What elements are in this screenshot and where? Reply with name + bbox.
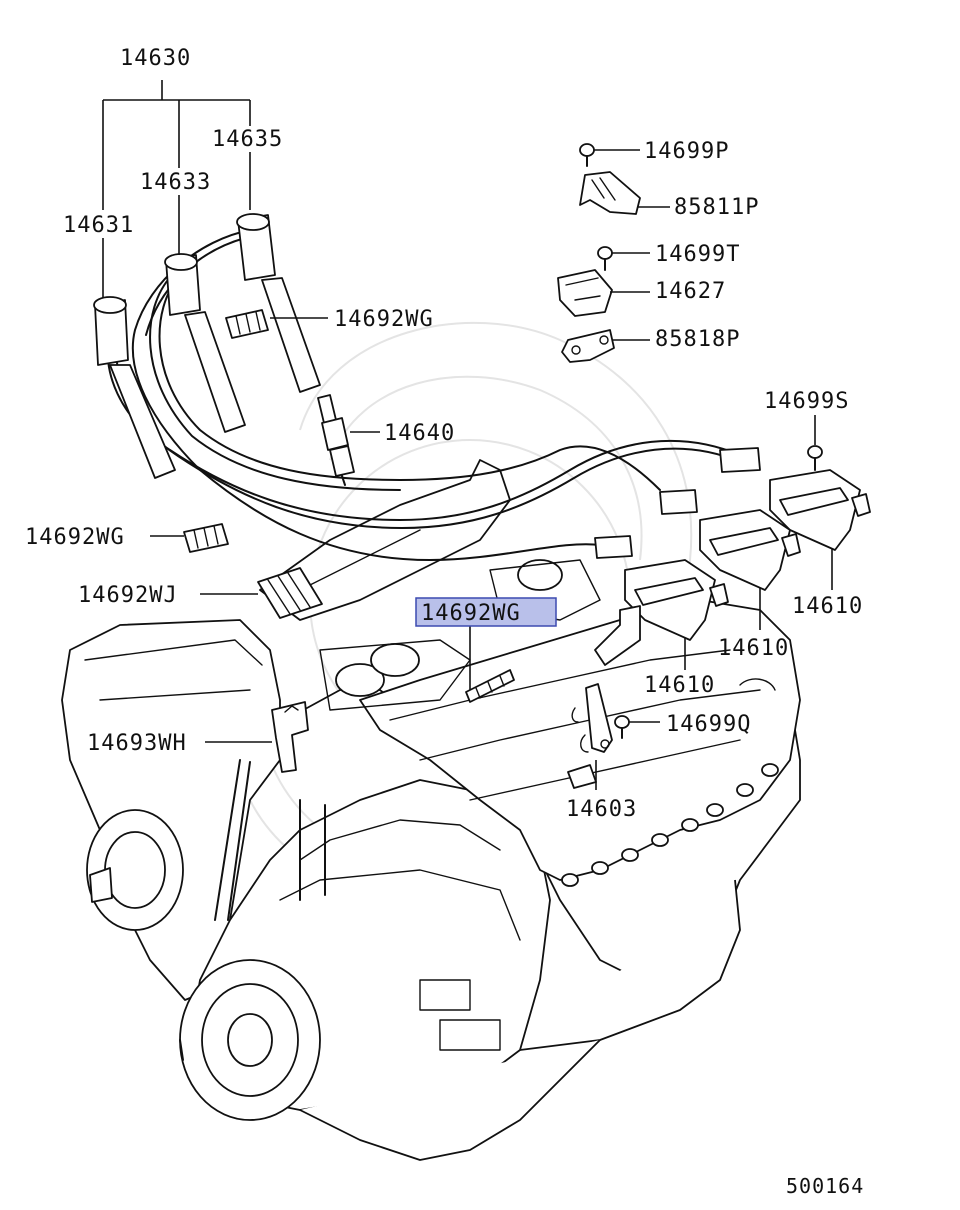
bolt-14699s bbox=[807, 445, 823, 471]
label-85818p[interactable]: 85818P bbox=[655, 327, 740, 352]
cable-clip-14692wg-middle bbox=[465, 669, 515, 703]
label-14631[interactable]: 14631 bbox=[63, 213, 134, 238]
cable-holder-14692wj bbox=[257, 567, 323, 619]
cable-bracket-14693wh bbox=[271, 701, 309, 773]
label-14692wg-top[interactable]: 14692WG bbox=[334, 307, 434, 332]
hose-end bbox=[739, 678, 776, 691]
label-14699p[interactable]: 14699P bbox=[644, 139, 729, 164]
label-14603[interactable]: 14603 bbox=[566, 797, 637, 822]
label-14627[interactable]: 14627 bbox=[655, 279, 726, 304]
label-14640[interactable]: 14640 bbox=[384, 421, 455, 446]
label-14693wh[interactable]: 14693WH bbox=[87, 731, 187, 756]
bolt-14699t bbox=[597, 246, 613, 271]
spark-plug-cable-set bbox=[93, 213, 761, 561]
diagram-number: 500164 bbox=[786, 1174, 864, 1198]
label-14699t[interactable]: 14699T bbox=[655, 242, 740, 267]
label-14610-rear[interactable]: 14610 bbox=[792, 594, 863, 619]
label-14692wg-left[interactable]: 14692WG bbox=[25, 525, 125, 550]
sensor-bracket-14603 bbox=[567, 683, 613, 789]
label-14610-middle[interactable]: 14610 bbox=[718, 636, 789, 661]
label-85811p[interactable]: 85811P bbox=[674, 195, 759, 220]
part-labels: 14630 14635 14633 14631 14692WG 14640 14… bbox=[25, 46, 864, 1198]
ignition-coil-rear bbox=[769, 469, 871, 551]
label-14635[interactable]: 14635 bbox=[212, 127, 283, 152]
manifold-bolt-row bbox=[561, 763, 779, 887]
bracket-85811p bbox=[579, 171, 641, 215]
highlight-box bbox=[415, 597, 557, 627]
cable-clip-14692wg-top bbox=[225, 309, 269, 339]
bolt-14699p bbox=[579, 143, 595, 167]
sensor-14627 bbox=[557, 269, 613, 317]
label-14633[interactable]: 14633 bbox=[140, 170, 211, 195]
label-14630[interactable]: 14630 bbox=[120, 46, 191, 71]
cable-clip-14692wg-left bbox=[183, 523, 229, 553]
label-14692wg-highlighted[interactable]: 14692WG bbox=[421, 601, 521, 626]
label-14692wj[interactable]: 14692WJ bbox=[78, 583, 178, 608]
spark-plug-part bbox=[317, 394, 355, 486]
ignition-coil-middle bbox=[699, 509, 801, 591]
leader-lines bbox=[102, 80, 833, 790]
plate-85818p bbox=[561, 329, 615, 363]
label-14610-front[interactable]: 14610 bbox=[644, 673, 715, 698]
ignition-coil-front bbox=[594, 559, 729, 666]
label-14699s[interactable]: 14699S bbox=[764, 389, 849, 414]
label-14699q[interactable]: 14699Q bbox=[666, 712, 751, 737]
engine-block-drawing bbox=[61, 459, 801, 1161]
